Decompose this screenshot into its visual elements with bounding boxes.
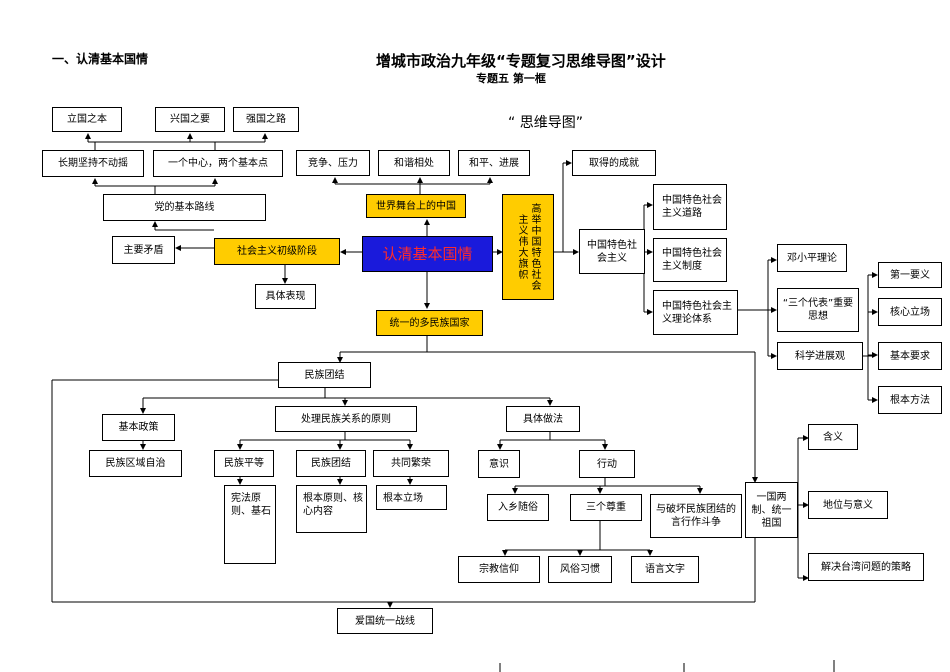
node-cqjc: 长期坚持不动摇 [42,150,144,177]
node-gbff: 根本方法 [878,386,942,414]
node-zjxy: 宗教信仰 [458,556,540,583]
node-dxp: 邓小平理论 [777,244,847,272]
node-sgdb: “三个代表”重要思想 [777,288,859,332]
node-jbyq: 基本要求 [878,342,942,370]
node-qgzl: 强国之路 [233,107,299,132]
node-ypfmz: 与破坏民族团结的言行作斗争 [650,494,742,538]
node-dwyy: 地位与意义 [808,491,888,519]
page-subtitle: 专题五 第一框 [476,72,546,85]
node-swtzg: 世界舞台上的中国 [366,194,466,218]
node-ys: 意识 [478,450,520,478]
node-xd: 行动 [579,450,635,478]
center-node: 认清基本国情 [362,236,493,272]
node-mztj2: 民族团结 [296,450,366,477]
node-gbyz: 根本原则、核心内容 [296,485,367,533]
node-xfyz: 宪法原则、基石 [224,485,276,564]
node-llyx: 中国特色社会主义理论体系 [653,290,738,335]
node-clmzgx: 处理民族关系的原则 [275,406,417,432]
node-yzx: 一个中心，两个基本点 [153,150,283,177]
node-jjtw: 解决台湾问题的策略 [808,553,924,581]
node-gblc: 根本立场 [376,485,447,510]
node-ygtz: 爱国统一战线 [337,608,433,634]
node-jbzc: 基本政策 [102,414,175,441]
node-gtfr: 共同繁荣 [373,450,449,477]
node-zgts: 中国特色社会主义 [579,229,645,274]
node-hxxc: 和谐相处 [378,150,450,176]
node-hy: 含义 [808,424,858,450]
node-mzpd: 民族平等 [214,450,274,477]
node-jtzf: 具体做法 [506,406,580,432]
mindmap-label: “ 思维导图” [508,115,583,131]
node-fsxg: 风俗习惯 [548,556,612,583]
node-zymd: 主要矛盾 [112,236,175,264]
node-shzycj: 社会主义初级阶段 [214,238,340,265]
node-rxsx: 入乡随俗 [487,494,549,521]
node-gjzg: 高举中国特色社会主义伟大旗帜 [502,194,554,300]
node-hxlc: 核心立场 [878,298,942,326]
node-dyyy: 第一要义 [878,262,942,288]
node-mzqyzz: 民族区域自治 [89,450,182,477]
page-title: 增城市政治九年级“专题复习思维导图”设计 [376,52,666,70]
node-jzyl: 竞争、压力 [296,150,370,176]
node-tydmz: 统一的多民族国家 [376,310,483,336]
node-jtbx: 具体表现 [255,284,316,309]
node-kxfz: 科学进展观 [777,342,863,370]
node-yywz: 语言文字 [631,556,699,583]
node-hpfz: 和平、进展 [458,150,530,176]
node-ygll: 一国两制、统一祖国 [745,482,798,538]
node-jblx: 党的基本路线 [103,194,266,221]
node-qdcj: 取得的成就 [572,150,656,176]
node-ligzb: 立国之本 [52,107,122,132]
section-heading: 一、认清基本国情 [52,52,149,66]
node-sgzz: 三个尊重 [570,494,642,521]
node-xgzy: 兴国之要 [155,107,225,132]
node-mztj: 民族团结 [278,362,371,388]
node-dl: 中国特色社会主义道路 [653,184,727,230]
node-zd: 中国特色社会主义制度 [653,238,727,282]
